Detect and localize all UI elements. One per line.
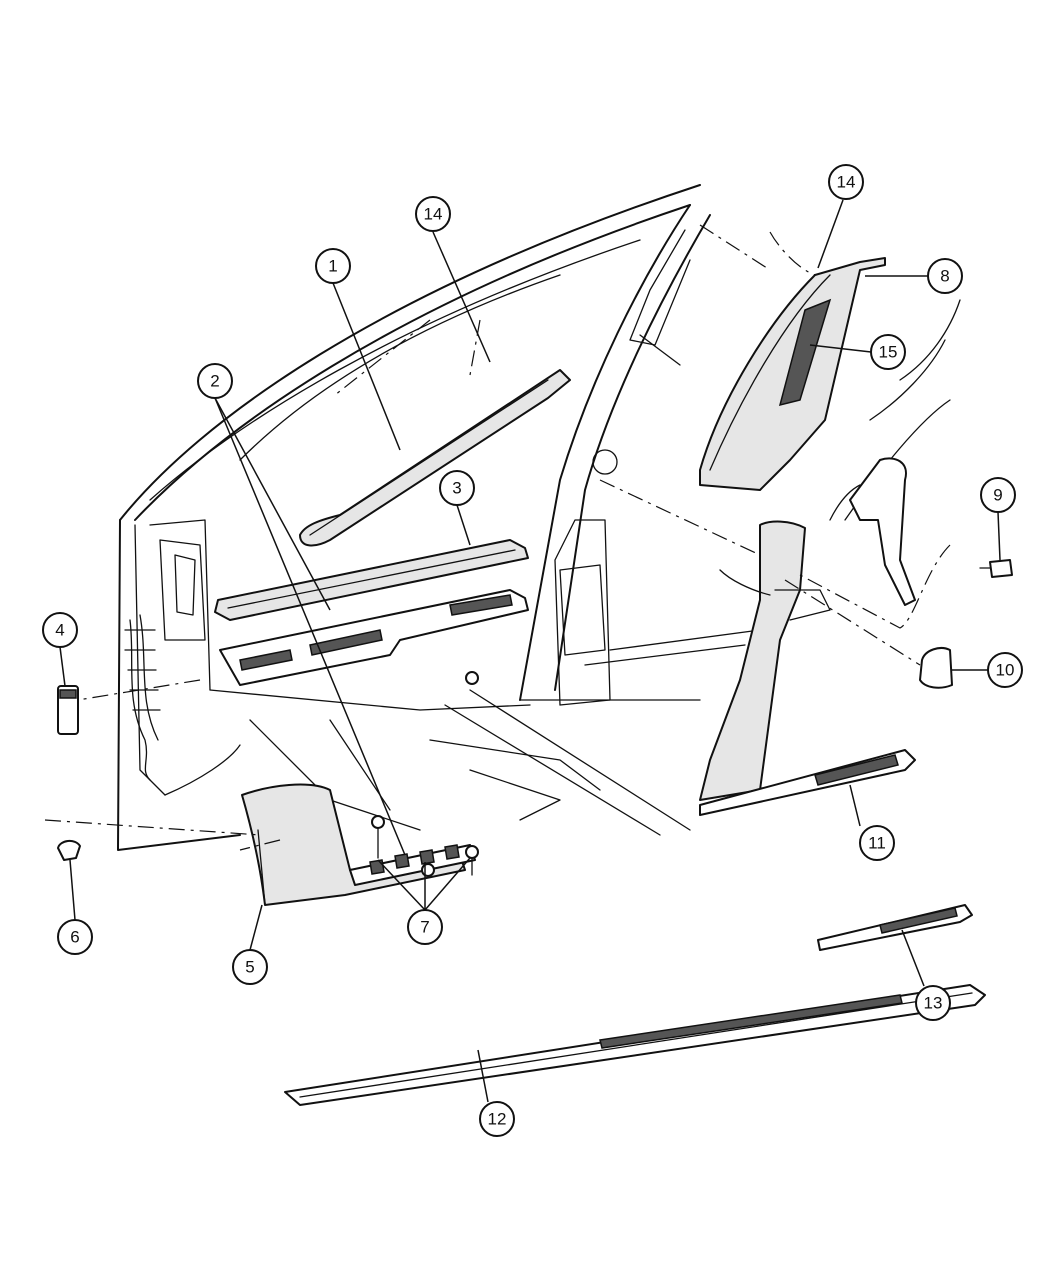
callout-label: 9 [993,486,1002,505]
b-pillar-upper-trim [699,257,886,491]
callout-2: 2 [197,363,233,399]
rear-sill-scuff-plate [699,749,916,816]
cowl-clip [57,685,79,735]
callout-3: 3 [439,470,475,506]
callout-label: 2 [210,372,219,391]
callout-label: 3 [452,479,461,498]
callout-label: 8 [940,267,949,286]
callout-label: 5 [245,958,254,977]
sill-scuff-plate-front [219,589,529,686]
seat-belt-bolt [979,559,1013,578]
cowl-trim-panel [214,539,529,621]
rear-sill-plate-short [817,904,973,951]
callout-label: 15 [879,343,898,362]
callout-14-pillar: 14 [828,164,864,200]
windshield-pillar-trim [299,369,571,547]
callout-label: 7 [420,918,429,937]
callout-6: 6 [57,919,93,955]
callout-5: 5 [232,949,268,985]
callout-15: 15 [870,334,906,370]
callout-9: 9 [980,477,1016,513]
b-pillar-lower-trim [699,457,916,801]
callout-label: 11 [868,834,886,853]
callout-label: 13 [924,994,943,1013]
assembly-lines [44,224,951,851]
callout-4: 4 [42,612,78,648]
callout-1: 1 [315,248,351,284]
leader-lines [59,199,1001,1103]
callout-label: 1 [328,257,337,276]
anchor-cover [919,647,953,689]
callout-11: 11 [859,825,895,861]
vehicle-body-outline [117,184,961,851]
callout-10: 10 [987,652,1023,688]
callout-label: 14 [837,173,856,192]
callout-14-windshield: 14 [415,196,451,232]
callout-label: 14 [424,205,443,224]
callout-label: 12 [488,1110,507,1129]
callout-label: 4 [55,621,64,640]
callout-13: 13 [915,985,951,1021]
kick-panel [241,783,466,906]
callout-7: 7 [407,909,443,945]
callout-12: 12 [479,1101,515,1137]
callout-label: 10 [996,661,1015,680]
callout-label: 6 [70,928,79,947]
callout-8: 8 [927,258,963,294]
front-sill-plate-long [284,984,986,1106]
clip-fasteners [349,671,479,886]
push-pin-fastener [57,840,81,861]
